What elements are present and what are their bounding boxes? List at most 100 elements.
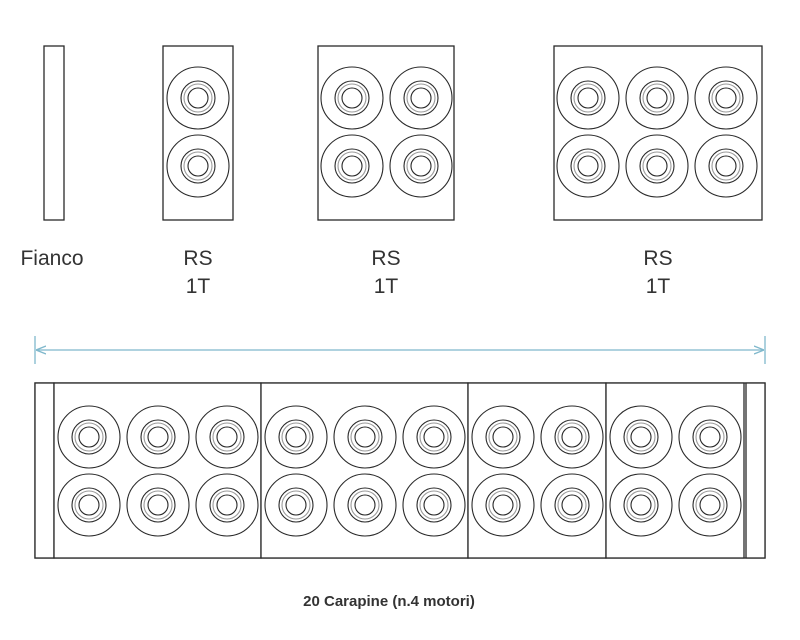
speaker-unit [126,405,190,469]
unit-accent-ring [212,490,242,520]
unit-inner-ring [78,426,100,448]
assembly-side-panel-left [34,382,55,559]
unit-inner-ring [715,87,737,109]
unit-outer-ring [402,473,466,537]
unit-mid-ring [180,148,216,184]
speaker-unit [264,405,328,469]
side-panel-rect [43,45,65,221]
unit-mid-ring [570,80,606,116]
unit-outer-ring [320,66,384,130]
module-2-label-line2: 1T [186,275,211,298]
unit-accent-ring [337,151,367,181]
unit-mid-ring [570,148,606,184]
speaker-unit [540,473,604,537]
unit-inner-ring [699,494,721,516]
unit-mid-ring [347,487,383,523]
unit-outer-ring [694,134,758,198]
unit-accent-ring [419,490,449,520]
unit-mid-ring [334,80,370,116]
assembly-side-panel-right [745,382,766,559]
unit-inner-ring [187,155,209,177]
unit-outer-ring [471,473,535,537]
unit-mid-ring [71,487,107,523]
speaker-unit [556,66,620,130]
unit-inner-ring [285,494,307,516]
unit-inner-ring [341,155,363,177]
unit-accent-ring [419,422,449,452]
speaker-unit [402,405,466,469]
unit-inner-ring [630,426,652,448]
unit-accent-ring [337,83,367,113]
speaker-unit [166,134,230,198]
unit-inner-ring [78,494,100,516]
speaker-unit [678,473,742,537]
speaker-unit [556,134,620,198]
unit-outer-ring [678,405,742,469]
speaker-unit [389,134,453,198]
unit-mid-ring [554,419,590,455]
unit-mid-ring [708,148,744,184]
assembly-module [260,382,469,559]
speaker-unit [609,405,673,469]
speaker-unit [195,405,259,469]
unit-outer-ring [195,405,259,469]
unit-mid-ring [347,419,383,455]
speaker-unit [264,473,328,537]
unit-mid-ring [278,487,314,523]
unit-accent-ring [143,422,173,452]
unit-accent-ring [557,490,587,520]
speaker-unit [320,134,384,198]
unit-inner-ring [187,87,209,109]
unit-outer-ring [609,405,673,469]
module-4-units [317,45,455,221]
unit-inner-ring [646,87,668,109]
unit-outer-ring [556,134,620,198]
unit-mid-ring [623,419,659,455]
speaker-unit [57,405,121,469]
unit-mid-ring [639,148,675,184]
assembly-caption: 20 Carapine (n.4 motori) [303,593,475,610]
unit-accent-ring [74,490,104,520]
unit-inner-ring [715,155,737,177]
fianco-label: Fianco [20,247,83,270]
unit-inner-ring [354,494,376,516]
unit-accent-ring [711,151,741,181]
unit-outer-ring [333,473,397,537]
unit-mid-ring [403,80,439,116]
unit-accent-ring [573,151,603,181]
unit-mid-ring [692,419,728,455]
unit-accent-ring [695,422,725,452]
speaker-unit [678,405,742,469]
unit-inner-ring [147,426,169,448]
unit-outer-ring [402,405,466,469]
unit-outer-ring [556,66,620,130]
speaker-unit [471,473,535,537]
unit-accent-ring [557,422,587,452]
unit-inner-ring [561,494,583,516]
unit-accent-ring [143,490,173,520]
speaker-unit [471,405,535,469]
speaker-unit [333,405,397,469]
unit-outer-ring [333,405,397,469]
unit-accent-ring [642,83,672,113]
unit-inner-ring [423,494,445,516]
unit-mid-ring [403,148,439,184]
unit-mid-ring [140,487,176,523]
unit-outer-ring [320,134,384,198]
unit-mid-ring [639,80,675,116]
unit-inner-ring [699,426,721,448]
width-dimension [34,336,766,364]
unit-outer-ring [625,66,689,130]
assembly-modules [53,382,745,559]
unit-outer-ring [389,66,453,130]
unit-outer-ring [540,473,604,537]
unit-outer-ring [57,473,121,537]
speaker-unit [320,66,384,130]
unit-outer-ring [57,405,121,469]
unit-outer-ring [625,134,689,198]
unit-inner-ring [410,87,432,109]
speaker-unit [333,473,397,537]
unit-mid-ring [416,487,452,523]
unit-outer-ring [694,66,758,130]
